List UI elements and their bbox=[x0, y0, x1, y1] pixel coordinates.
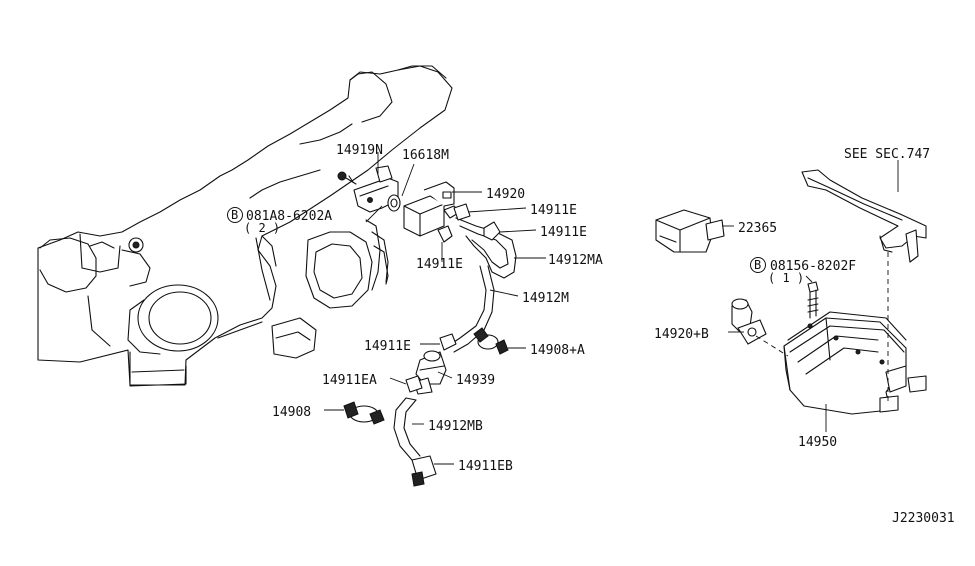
label-14911e-3: 14911E bbox=[416, 257, 463, 272]
clamp-14911e-lower bbox=[439, 333, 457, 351]
label-14939: 14939 bbox=[456, 373, 495, 388]
label-14912ma: 14912MA bbox=[548, 253, 603, 268]
label-14908a: 14908+A bbox=[530, 343, 585, 358]
sensor-22365 bbox=[655, 209, 725, 253]
label-22365: 22365 bbox=[738, 221, 777, 236]
part-labels: 14919N 16618M 14920 14911E 14911E 14911E… bbox=[272, 143, 930, 474]
label-14912mb: 14912MB bbox=[428, 419, 483, 434]
clamp-14908a bbox=[473, 327, 509, 355]
label-14950: 14950 bbox=[798, 435, 837, 450]
label-see-sec-747: SEE SEC.747 bbox=[844, 147, 930, 162]
label-16618m: 16618M bbox=[402, 148, 449, 163]
label-14911e-4: 14911E bbox=[364, 339, 411, 354]
bolt-marker-left: B bbox=[231, 208, 238, 222]
clamp-14911eb bbox=[411, 455, 437, 487]
bracket-14919n bbox=[337, 165, 399, 213]
label-14911ea: 14911EA bbox=[322, 373, 377, 388]
clamp-14908 bbox=[343, 401, 385, 425]
bolt-08156 bbox=[807, 281, 819, 319]
label-14920b: 14920+B bbox=[654, 327, 709, 342]
bolt-callout-left: B 081A8-6202A ( 2 ) bbox=[227, 207, 332, 235]
canister-14950 bbox=[783, 311, 927, 415]
figure-id: J2230031 bbox=[892, 511, 955, 526]
label-14908: 14908 bbox=[272, 405, 311, 420]
valve-14920 bbox=[403, 181, 461, 237]
leader-lines bbox=[324, 152, 899, 465]
engine-transmission-assembly bbox=[37, 65, 453, 387]
hose-14912mb bbox=[393, 397, 421, 461]
canister-bracket bbox=[801, 169, 927, 263]
bolt-qty-right: ( 1 ) bbox=[768, 271, 804, 285]
bolt-part-left: 081A8-6202A bbox=[246, 209, 332, 224]
label-14919n: 14919N bbox=[336, 143, 383, 158]
label-14912m: 14912M bbox=[522, 291, 569, 306]
label-14911e-2: 14911E bbox=[540, 225, 587, 240]
label-14911e-1: 14911E bbox=[530, 203, 577, 218]
valve-14920b bbox=[731, 298, 767, 345]
grommet-16618m bbox=[387, 194, 401, 212]
bolt-marker-right: B bbox=[754, 258, 761, 272]
label-14911eb: 14911EB bbox=[458, 459, 513, 474]
clamp-14911ea bbox=[405, 375, 423, 393]
bolt-part-right: 08156-8202F bbox=[770, 259, 856, 274]
alignment-lines bbox=[755, 252, 889, 402]
clamp-14911e-left bbox=[437, 225, 453, 243]
clamp-14911e-upper bbox=[453, 203, 501, 241]
label-14920: 14920 bbox=[486, 187, 525, 202]
bolt-callout-right: B 08156-8202F ( 1 ) bbox=[750, 257, 856, 285]
bolt-qty-left: ( 2 ) bbox=[244, 221, 280, 235]
hose-14912m bbox=[447, 265, 495, 353]
